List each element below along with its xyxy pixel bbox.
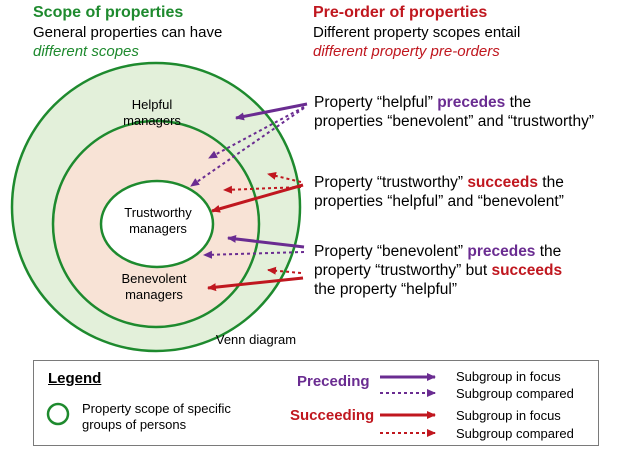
preorder-line-1: Different property scopes entail	[313, 24, 521, 41]
s3-succeeds: succeeds	[491, 262, 563, 279]
scope-header: Scope of properties General properties c…	[33, 4, 222, 60]
helpful-label-1: Helpful	[132, 97, 173, 112]
s1-precedes: precedes	[437, 94, 506, 111]
scope-line-1: General properties can have	[33, 24, 223, 41]
s2-text-d: properties “helpful” and “benevolent”	[314, 193, 564, 210]
legend-scope-circle-icon	[46, 402, 70, 426]
legend-box	[33, 360, 599, 446]
benevolent-compared-precede-arrow	[203, 250, 305, 259]
s3-text-c: the	[535, 243, 562, 260]
legend-succeeding: Succeeding	[290, 407, 375, 424]
legend-preceding: Preceding	[297, 373, 370, 390]
preorder-line-2: different property pre-orders	[313, 43, 500, 60]
s2-succeeds: succeeds	[467, 174, 538, 191]
s2-text-a: Property “trustworthy”	[314, 174, 468, 191]
preorder-header: Pre-order of properties Different proper…	[313, 4, 520, 60]
trustworthy-focus-arrow	[211, 183, 304, 213]
trustworthy-compared-arrow-2	[223, 185, 302, 194]
benevolent-label-1: Benevolent	[121, 271, 186, 286]
trustworthy-label-2: managers	[129, 221, 187, 236]
scope-line-2: different scopes	[33, 43, 139, 60]
legend-succeeding-focus: Subgroup in focus	[456, 408, 561, 423]
s3-text-a: Property “benevolent”	[314, 243, 468, 260]
scope-title: Scope of properties	[33, 4, 184, 21]
helpful-focus-arrow	[235, 102, 308, 121]
legend-scope-line-1: Property scope of specific	[82, 401, 231, 416]
legend-scope-line-2: groups of persons	[82, 417, 187, 432]
s3-text-d: property “trustworthy” but	[314, 262, 492, 279]
legend-preceding-compared: Subgroup compared	[456, 386, 574, 401]
s2-text-c: the	[537, 174, 564, 191]
statement-trustworthy: Property “trustworthy” succeeds the prop…	[314, 173, 564, 211]
s3-precedes: precedes	[467, 243, 536, 260]
helpful-label-2: managers	[123, 113, 181, 128]
s1-text-a: Property “helpful”	[314, 94, 438, 111]
s3-text-f: the property “helpful”	[314, 281, 458, 298]
helpful-compared-arrow-2	[190, 107, 305, 187]
trustworthy-scope-circle	[99, 179, 215, 269]
legend-succeeding-compared: Subgroup compared	[456, 426, 574, 441]
legend-scope-text: Property scope of specific groups of per…	[82, 401, 231, 433]
legend-title: Legend	[48, 370, 102, 387]
statement-helpful: Property “helpful” precedes the properti…	[314, 93, 594, 131]
preorder-title: Pre-order of properties	[313, 4, 488, 21]
legend-preceding-focus: Subgroup in focus	[456, 369, 561, 384]
trustworthy-label-1: Trustworthy	[124, 205, 192, 220]
s1-text-c: the	[505, 94, 532, 111]
benevolent-focus-succeed-arrow	[207, 276, 304, 292]
s1-text-d: properties “benevolent” and “trustworthy…	[314, 113, 594, 130]
benevolent-label-2: managers	[125, 287, 183, 302]
statement-benevolent: Property “benevolent” precedes the prope…	[314, 242, 562, 299]
benevolent-focus-precede-arrow	[227, 234, 305, 249]
venn-caption: Venn diagram	[216, 332, 296, 347]
